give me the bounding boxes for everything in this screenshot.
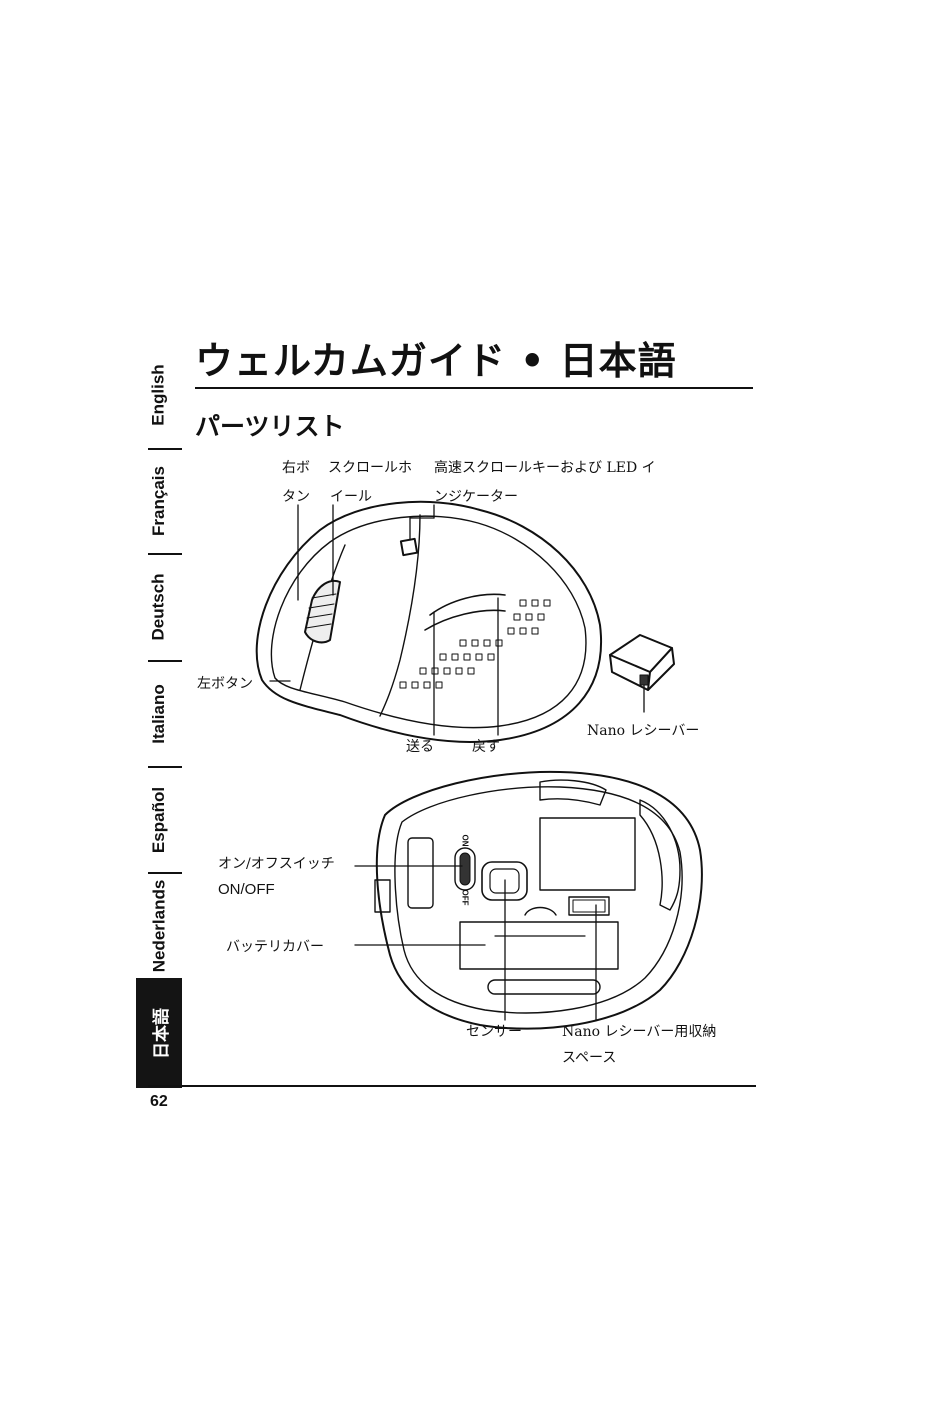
scroll-wheel-label-2: イール: [330, 486, 372, 506]
battery-cover-label: バッテリカバー: [226, 936, 324, 956]
back-button-label: 戻す: [472, 736, 500, 756]
power-switch-label-2: ON/OFF: [218, 881, 275, 898]
mouse-bottom-view: [375, 772, 702, 1029]
speed-key-label-2: ンジケーター: [434, 486, 518, 506]
receiver-storage-label-1: Nano レシーバー用収納: [562, 1021, 716, 1041]
sensor-label: センサー: [466, 1021, 522, 1041]
bottom-leader-lines: [355, 866, 596, 1020]
footer-divider: [148, 1085, 756, 1087]
nano-receiver-label: Nano レシーバー: [587, 720, 699, 740]
power-switch-label-1: オン/オフスイッチ: [218, 853, 335, 873]
switch-off-label: OFF: [461, 890, 470, 906]
scroll-wheel-label-1: スクロールホ: [328, 457, 412, 477]
switch-on-label: ON: [461, 835, 470, 847]
right-button-label-1: 右ボ: [282, 457, 310, 477]
forward-button-label: 送る: [406, 736, 434, 756]
speed-key-label-1: 高速スクロールキーおよび LED イ: [434, 457, 656, 477]
page-number: 62: [150, 1093, 168, 1111]
right-button-label-2: タン: [282, 486, 310, 506]
mouse-top-view: [257, 502, 601, 742]
left-button-label: 左ボタン: [197, 673, 253, 693]
nano-receiver-drawing: [610, 635, 674, 690]
receiver-storage-label-2: スペース: [562, 1047, 616, 1067]
